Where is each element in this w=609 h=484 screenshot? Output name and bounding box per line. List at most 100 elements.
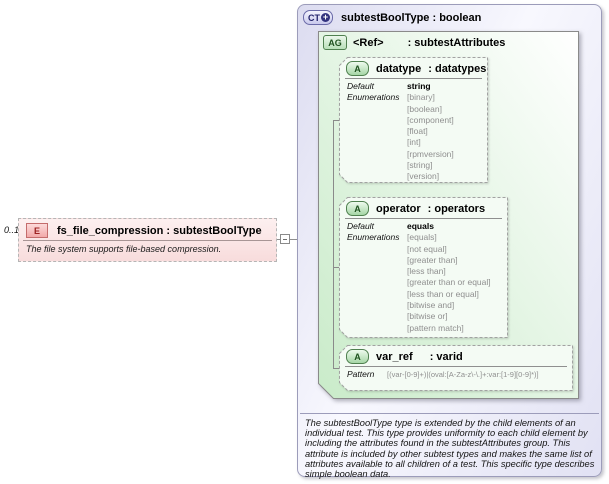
- facet-row: [bitwise or]: [339, 311, 508, 322]
- facet-row: Pattern [(var-[0-9]+)|(oval:[A-Za-z\-\.]…: [339, 369, 573, 380]
- attribute-group-type: : subtestAttributes: [407, 36, 506, 49]
- tree-stub-line: [333, 120, 339, 121]
- facet-value: string: [407, 81, 431, 91]
- facet-value: [version]: [407, 171, 440, 182]
- facet-value: [not equal]: [407, 243, 447, 254]
- facet-row: [greater than]: [339, 255, 508, 266]
- facet-label: [347, 300, 407, 311]
- facet-row: [component]: [339, 115, 488, 126]
- tree-stub-line: [333, 267, 339, 268]
- facet-value: equals: [407, 221, 434, 231]
- facet-value: [float]: [407, 126, 428, 137]
- facet-label: [347, 104, 407, 115]
- facet-row: [less than]: [339, 266, 508, 277]
- facet-label: [347, 137, 407, 148]
- complex-type-box: CT + subtestBoolType : boolean AG <Ref> …: [297, 4, 602, 480]
- tree-stub-line: [333, 368, 339, 369]
- type-description: The subtestBoolType type is extended by …: [305, 418, 595, 480]
- facet-label: [347, 266, 407, 277]
- attribute-group-badge-icon: AG: [323, 35, 347, 50]
- attribute-badge-icon: A: [346, 201, 369, 216]
- facet-label: Default: [347, 221, 374, 231]
- facet-value: [rpmversion]: [407, 148, 454, 159]
- element-separator: [23, 240, 272, 241]
- complex-type-badge-icon: CT +: [303, 10, 333, 25]
- facet-value: [int]: [407, 137, 421, 148]
- facet-value: [binary]: [407, 92, 435, 103]
- facet-value: [string]: [407, 160, 433, 171]
- facet-label: [347, 244, 407, 255]
- facet-value: [equals]: [407, 232, 437, 243]
- attribute-group-box: AG <Ref> : subtestAttributes A datatype …: [318, 31, 579, 399]
- expand-plus-icon[interactable]: +: [321, 12, 330, 22]
- facet-value: [bitwise and]: [407, 300, 455, 311]
- attribute-box-var-ref: A var_ref : varid Pattern [(var-[0-9]+)|…: [339, 345, 573, 391]
- facet-label: [347, 149, 407, 160]
- facet-label: [347, 160, 407, 171]
- facet-row: Default string: [339, 81, 488, 92]
- attribute-header: A operator : operators: [339, 197, 508, 216]
- element-box-fs-file-compression: E fs_file_compression : subtestBoolType …: [18, 218, 277, 262]
- attribute-separator: [345, 78, 482, 79]
- cardinality-label: 0..1: [4, 225, 20, 235]
- attribute-header: A datatype : datatypes: [339, 57, 488, 76]
- complex-type-title: subtestBoolType : boolean: [341, 11, 482, 24]
- attribute-group-name: <Ref>: [353, 36, 384, 49]
- facet-row: Enumerations [equals]: [339, 232, 508, 243]
- facet-value: [less than or equal]: [407, 288, 479, 299]
- attribute-box-operator: A operator : operators Default equals En…: [339, 197, 508, 338]
- attribute-badge-icon: A: [346, 61, 369, 76]
- element-header: E fs_file_compression : subtestBoolType: [19, 219, 276, 239]
- attribute-outline: [339, 57, 488, 183]
- facet-label: [347, 311, 407, 322]
- attribute-name: var_ref: [376, 350, 413, 363]
- footer-separator: [300, 413, 599, 414]
- attribute-badge-icon: A: [346, 349, 369, 364]
- facet-row: [int]: [339, 137, 488, 148]
- facet-label: [347, 115, 407, 126]
- attribute-type: : operators: [427, 202, 486, 215]
- facet-label: [347, 255, 407, 266]
- facet-row: [string]: [339, 160, 488, 171]
- facet-label: Enumerations: [347, 92, 400, 103]
- element-title: fs_file_compression : subtestBoolType: [57, 224, 262, 237]
- attribute-separator: [345, 366, 567, 367]
- facet-value: [less than]: [407, 266, 446, 277]
- facet-label: [347, 171, 407, 182]
- facet-label: Default: [347, 81, 374, 91]
- attribute-group-header: AG <Ref> : subtestAttributes: [323, 35, 505, 50]
- attribute-type: : datatypes: [428, 62, 487, 75]
- facet-row: Default equals: [339, 221, 508, 232]
- facet-value: [greater than]: [407, 254, 458, 265]
- facet-label: Enumerations: [347, 232, 400, 243]
- facet-label: [347, 323, 407, 334]
- attribute-name: operator: [376, 202, 421, 215]
- attribute-separator: [345, 218, 502, 219]
- facet-row: [boolean]: [339, 104, 488, 115]
- facet-row: [less than or equal]: [339, 289, 508, 300]
- facet-label: Pattern: [347, 369, 375, 379]
- attribute-outline: [339, 345, 573, 391]
- tree-trunk-line: [333, 120, 334, 369]
- complex-type-header: CT + subtestBoolType : boolean: [298, 5, 601, 25]
- facet-label: [347, 126, 407, 137]
- element-badge-icon: E: [26, 223, 48, 238]
- facet-value: [pattern match]: [407, 322, 464, 333]
- facet-value: [bitwise or]: [407, 311, 448, 322]
- facet-value: [(var-[0-9]+)|(oval:[A-Za-z\-\.]+:var:[1…: [387, 370, 539, 379]
- facet-row: [pattern match]: [339, 323, 508, 334]
- facet-row: [float]: [339, 126, 488, 137]
- attribute-name: datatype: [376, 62, 422, 75]
- facet-value: [greater than or equal]: [407, 277, 491, 288]
- complex-type-badge-text: CT: [308, 12, 320, 23]
- collapse-toggle-icon[interactable]: [280, 234, 290, 244]
- facet-value: [component]: [407, 114, 454, 125]
- facet-row: [rpmversion]: [339, 149, 488, 160]
- attribute-type: : varid: [429, 350, 463, 363]
- facet-label: [347, 289, 407, 300]
- facet-row: [not equal]: [339, 244, 508, 255]
- facet-row: [bitwise and]: [339, 300, 508, 311]
- attribute-outline: [339, 197, 508, 338]
- attribute-header: A var_ref : varid: [339, 345, 573, 364]
